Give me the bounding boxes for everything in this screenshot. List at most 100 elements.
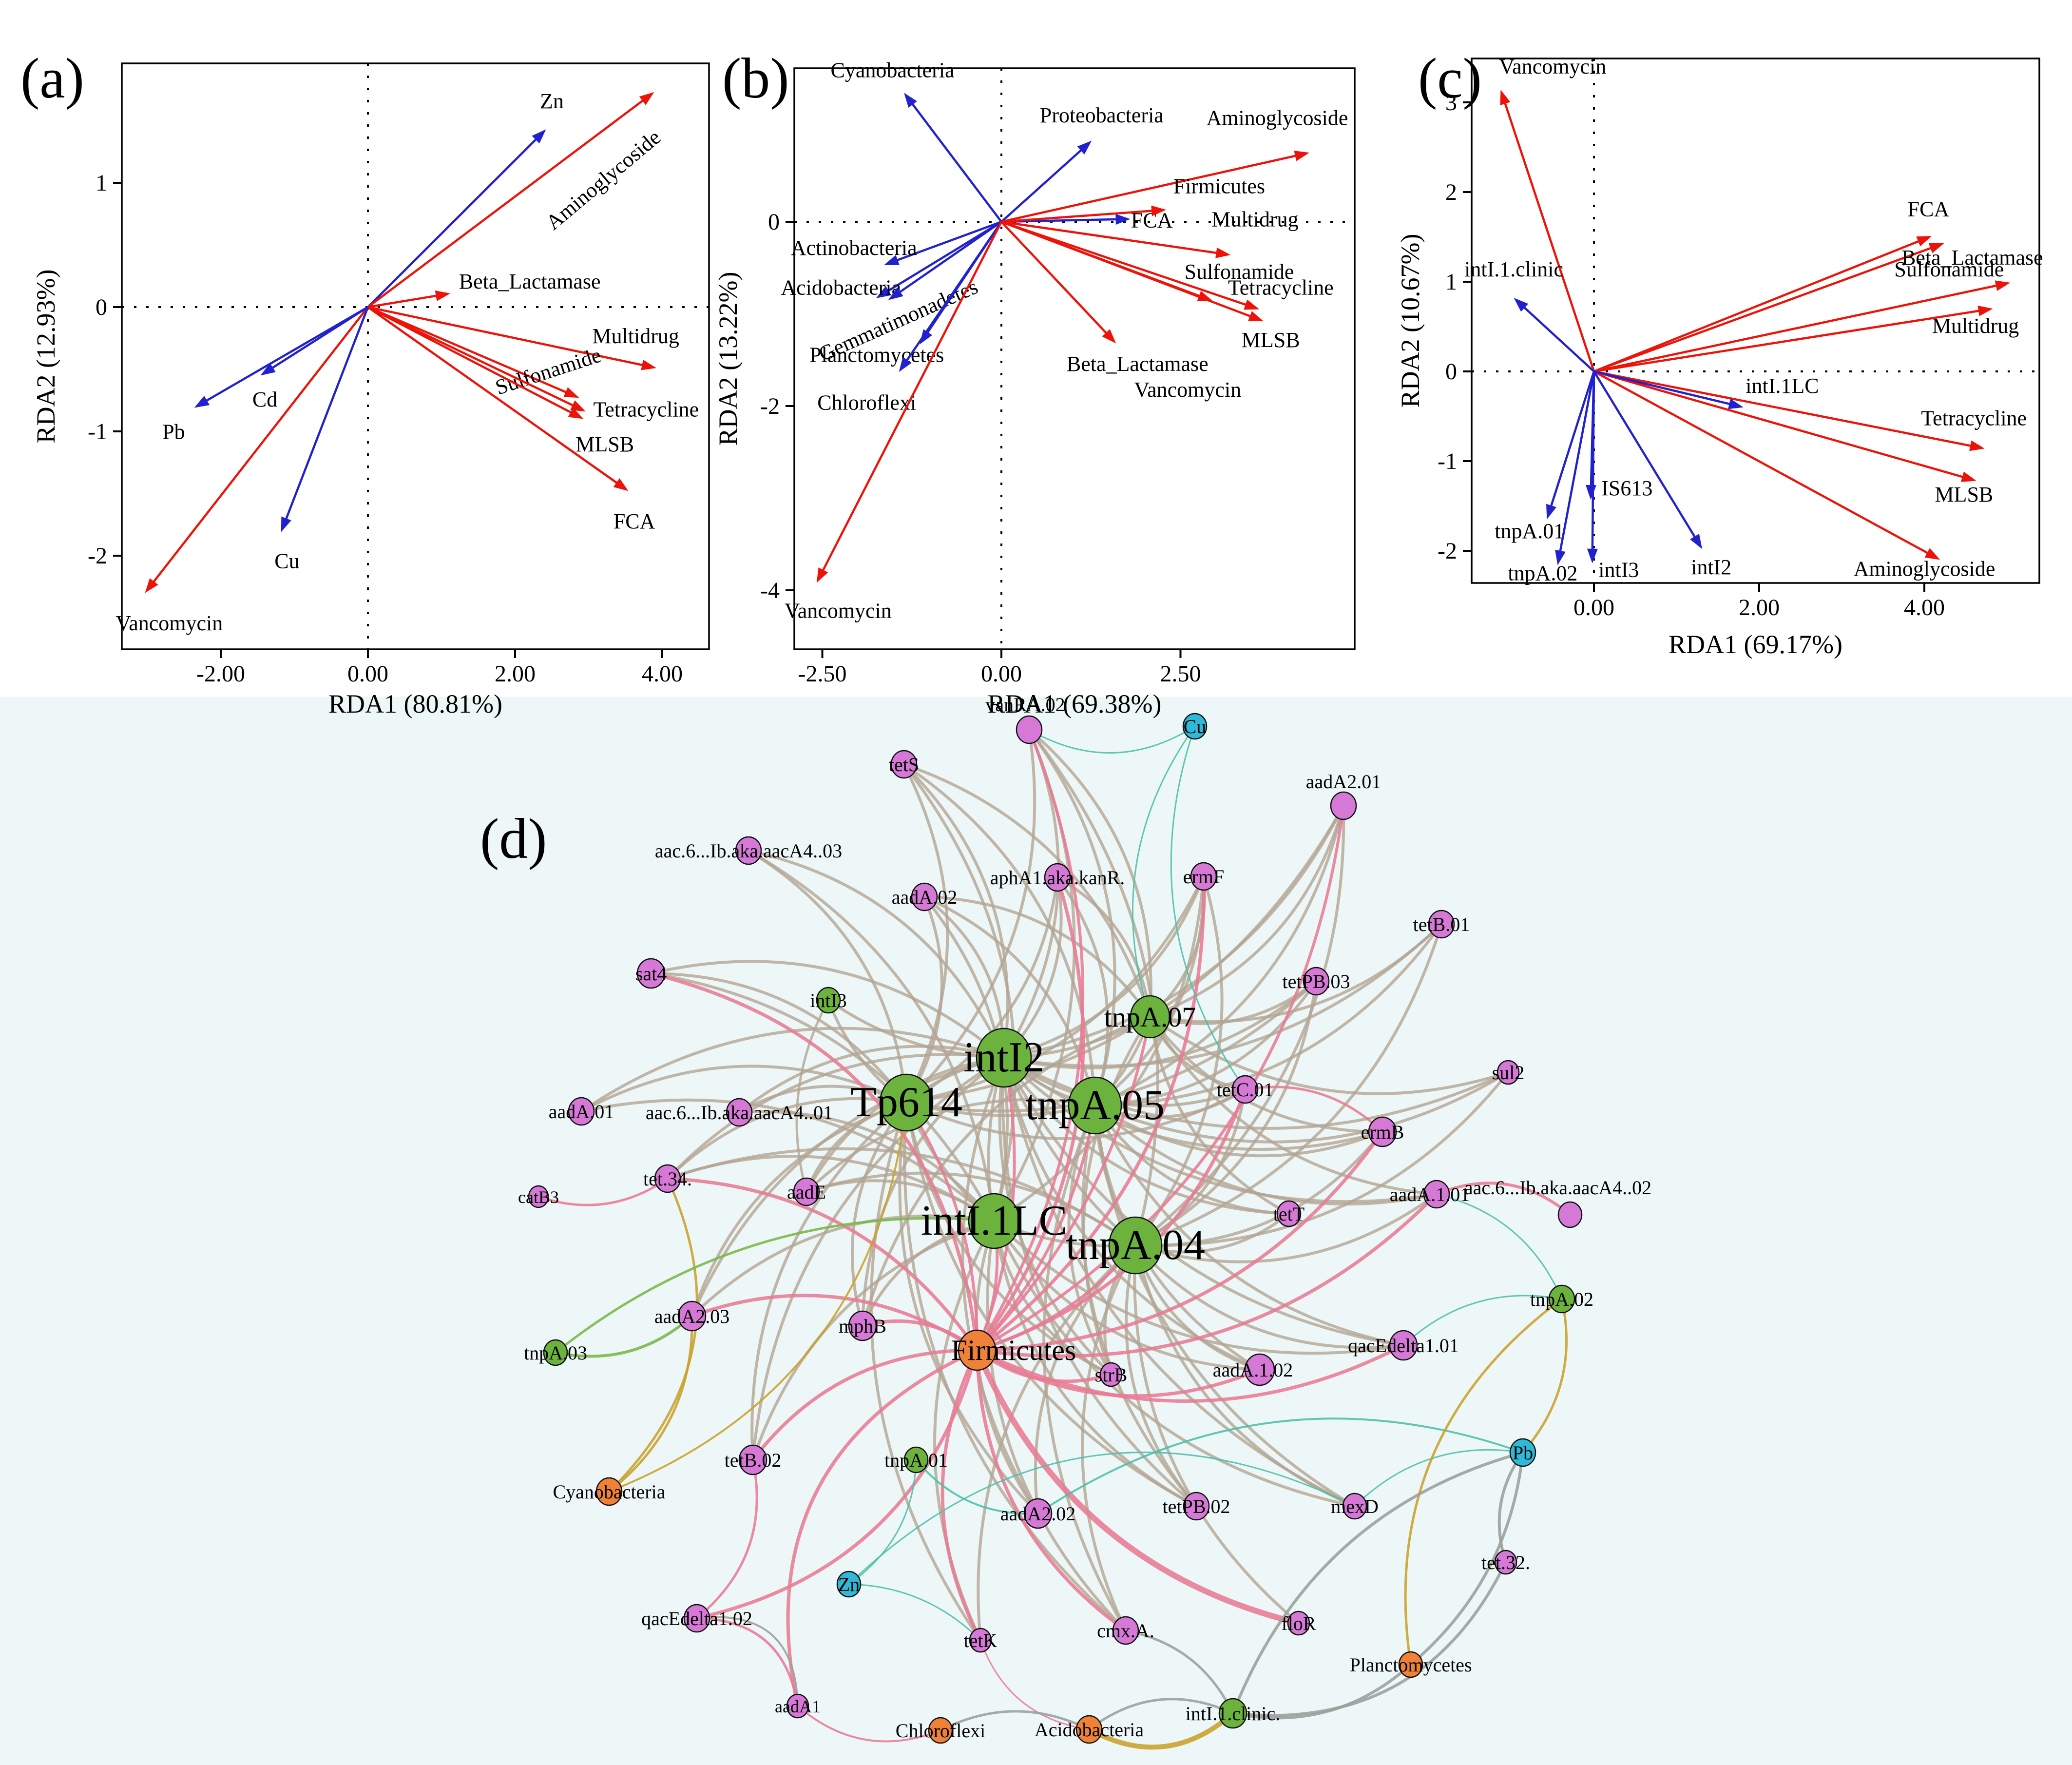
network-edge-fi-a23 (690, 1294, 979, 1352)
network-edge-cu-vr (1028, 725, 1196, 754)
network-node-aadA1 (786, 1693, 809, 1719)
network-node-tet.32. (1494, 1550, 1517, 1575)
arrow-head-intI.1.clinic (1514, 298, 1529, 312)
arrow-MLSB (1001, 220, 1260, 321)
network-node-label-Acidobacteria: Acidobacteria (1035, 1719, 1144, 1741)
network-edge-q2-tb2 (695, 1458, 758, 1620)
arrow-intI.1.clinic (1516, 300, 1595, 372)
network-edge-i3-ae (795, 999, 830, 1193)
network-edge-t4-tb1 (1134, 923, 1443, 1247)
arrow-Tetracycline (1593, 370, 1980, 449)
y-axis-title: RDA2 (13.22%) (713, 272, 743, 446)
network-node-tetC.01 (1231, 1075, 1259, 1104)
network-node-label-Zn: Zn (838, 1573, 860, 1595)
arrow-head-FCA (613, 478, 629, 491)
network-node-Firmicutes (958, 1329, 997, 1371)
arrow-label-MLSB: MLSB (1935, 483, 1993, 506)
network-edge-pb-a22 (1037, 1417, 1524, 1514)
network-node-aadA2.01 (1330, 791, 1357, 820)
network-edge-cy-tp (608, 1102, 907, 1493)
panel-letter-c: (c) (1418, 46, 1482, 110)
network-edge-tp-tk (869, 1101, 982, 1642)
network-node-Cyanobacteria (595, 1477, 623, 1506)
arrow-label-FCA: FCA (614, 509, 655, 533)
network-node-tnpA.01 (903, 1446, 929, 1474)
network-edge-il-s4 (650, 972, 996, 1222)
arrow-label-Vancomycin: Vancomycin (115, 611, 223, 635)
x-tick-label: 2.00 (495, 661, 536, 687)
network-edge-cy-a23 (608, 1315, 693, 1493)
arrow-label-Sulfonamide: Sulfonamide (1185, 260, 1294, 284)
network-edge-t4-q1 (1134, 1244, 1405, 1349)
y-axis-title: RDA2 (10.67%) (1396, 234, 1425, 408)
network-node-label-intI2: intI2 (963, 1034, 1044, 1081)
network-node-Chloroflexi (928, 1717, 953, 1744)
y-tick-label: 1 (1445, 269, 1457, 295)
arrow-label-Beta_Lactamase: Beta_Lactamase (1901, 246, 2043, 270)
network-edge-fi-fl (974, 1347, 1302, 1626)
arrow-head-Tetracycline (1969, 440, 1985, 451)
network-node-ermF (1190, 862, 1217, 891)
network-edge-t3-il (554, 1217, 996, 1354)
arrow-head-Aminoglycoside (1924, 548, 1940, 560)
arrow-head-intI.1LC (1728, 398, 1744, 409)
arrow-label-intI3: intI3 (1598, 558, 1639, 582)
network-edge-t7-ad02 (923, 895, 1151, 1018)
arrow-label-Multidrug: Multidrug (1932, 314, 2019, 338)
network-node-label-tetT: tetT (1273, 1203, 1305, 1225)
arrow-label-Tetracycline: Tetracycline (593, 397, 699, 421)
arrow-label-FCA: FCA (1908, 197, 1950, 221)
x-axis-title: RDA1 (69.38%) (988, 689, 1162, 718)
network-edge-a1-q2 (696, 1616, 799, 1707)
arrow-label-Tetracycline: Tetracycline (1228, 275, 1334, 299)
network-node-label-tetS: tetS (889, 754, 919, 776)
arrow-Gemmatimonadetes (891, 221, 1002, 298)
network-edge-t4-ef (1134, 875, 1224, 1247)
network-node-label-strB: strB (1095, 1364, 1128, 1386)
arrow-head-Vancomycin (1500, 90, 1511, 106)
network-node-tetPB.03 (1303, 967, 1330, 996)
network-node-tetPB.02 (1183, 1492, 1210, 1521)
network-node-aadA.02 (911, 882, 938, 912)
network-edge-fi-cx (975, 1348, 1128, 1632)
network-edge-t4-cx (1081, 1244, 1137, 1632)
arrow-label-Aminoglycoside: Aminoglycoside (1207, 106, 1348, 130)
network-node-Pb (1509, 1438, 1536, 1467)
network-node-label-intI.1.clinic.: intI.1.clinic. (1186, 1703, 1280, 1725)
network-node-intI.1LC (968, 1193, 1020, 1249)
network-node-label-aadA.02: aadA.02 (892, 886, 957, 908)
x-tick-label: 2.50 (1160, 661, 1201, 687)
network-edge-tp-a23 (691, 1101, 908, 1318)
x-tick-label: 4.00 (1904, 595, 1945, 621)
arrow-Sulfonamide (367, 306, 576, 397)
network-edge-t7-su (1149, 1015, 1510, 1095)
x-axis-title: RDA1 (80.81%) (328, 689, 502, 718)
arrow-label-Firmicutes: Firmicutes (1173, 174, 1265, 198)
arrow-label-intI2: intI2 (1691, 555, 1731, 579)
panel-letter-b: (b) (722, 46, 789, 110)
network-node-catB3 (528, 1185, 549, 1208)
network-edge-i2-a21 (1002, 804, 1345, 1059)
network-node-label-aac.6...Ib.aka.aacA4..01: aac.6...Ib.aka.aacA4..01 (646, 1102, 833, 1124)
network-node-Acidobacteria (1075, 1715, 1103, 1744)
network-edge-t7-tt (1149, 1015, 1290, 1215)
arrow-Multidrug (1593, 308, 1989, 373)
network-node-label-floR: floR (1281, 1612, 1316, 1634)
network-edge-fi-tk (940, 1348, 982, 1642)
network-node-label-aadA2.03: aadA2.03 (654, 1305, 729, 1327)
network-edge-il-tp2 (993, 1220, 1198, 1508)
arrow-Vancomycin (147, 306, 369, 590)
y-tick-label: 2 (1445, 179, 1457, 205)
network-node-aadA.01 (568, 1097, 595, 1126)
network-node-tetT (1276, 1200, 1302, 1227)
network-edge-fi-tp (905, 1101, 979, 1352)
network-edge-t4-mx (1134, 1244, 1356, 1508)
arrow-head-FCA (1916, 236, 1932, 247)
arrow-label-Multidrug: Multidrug (592, 324, 679, 348)
network-node-tnpA.04 (1108, 1216, 1163, 1275)
network-node-label-ermB: ermB (1361, 1121, 1404, 1143)
network-edge-fi-a11 (975, 1192, 1439, 1358)
network-edge-tp-c3 (747, 849, 908, 1104)
network-node-aadE (793, 1177, 820, 1206)
